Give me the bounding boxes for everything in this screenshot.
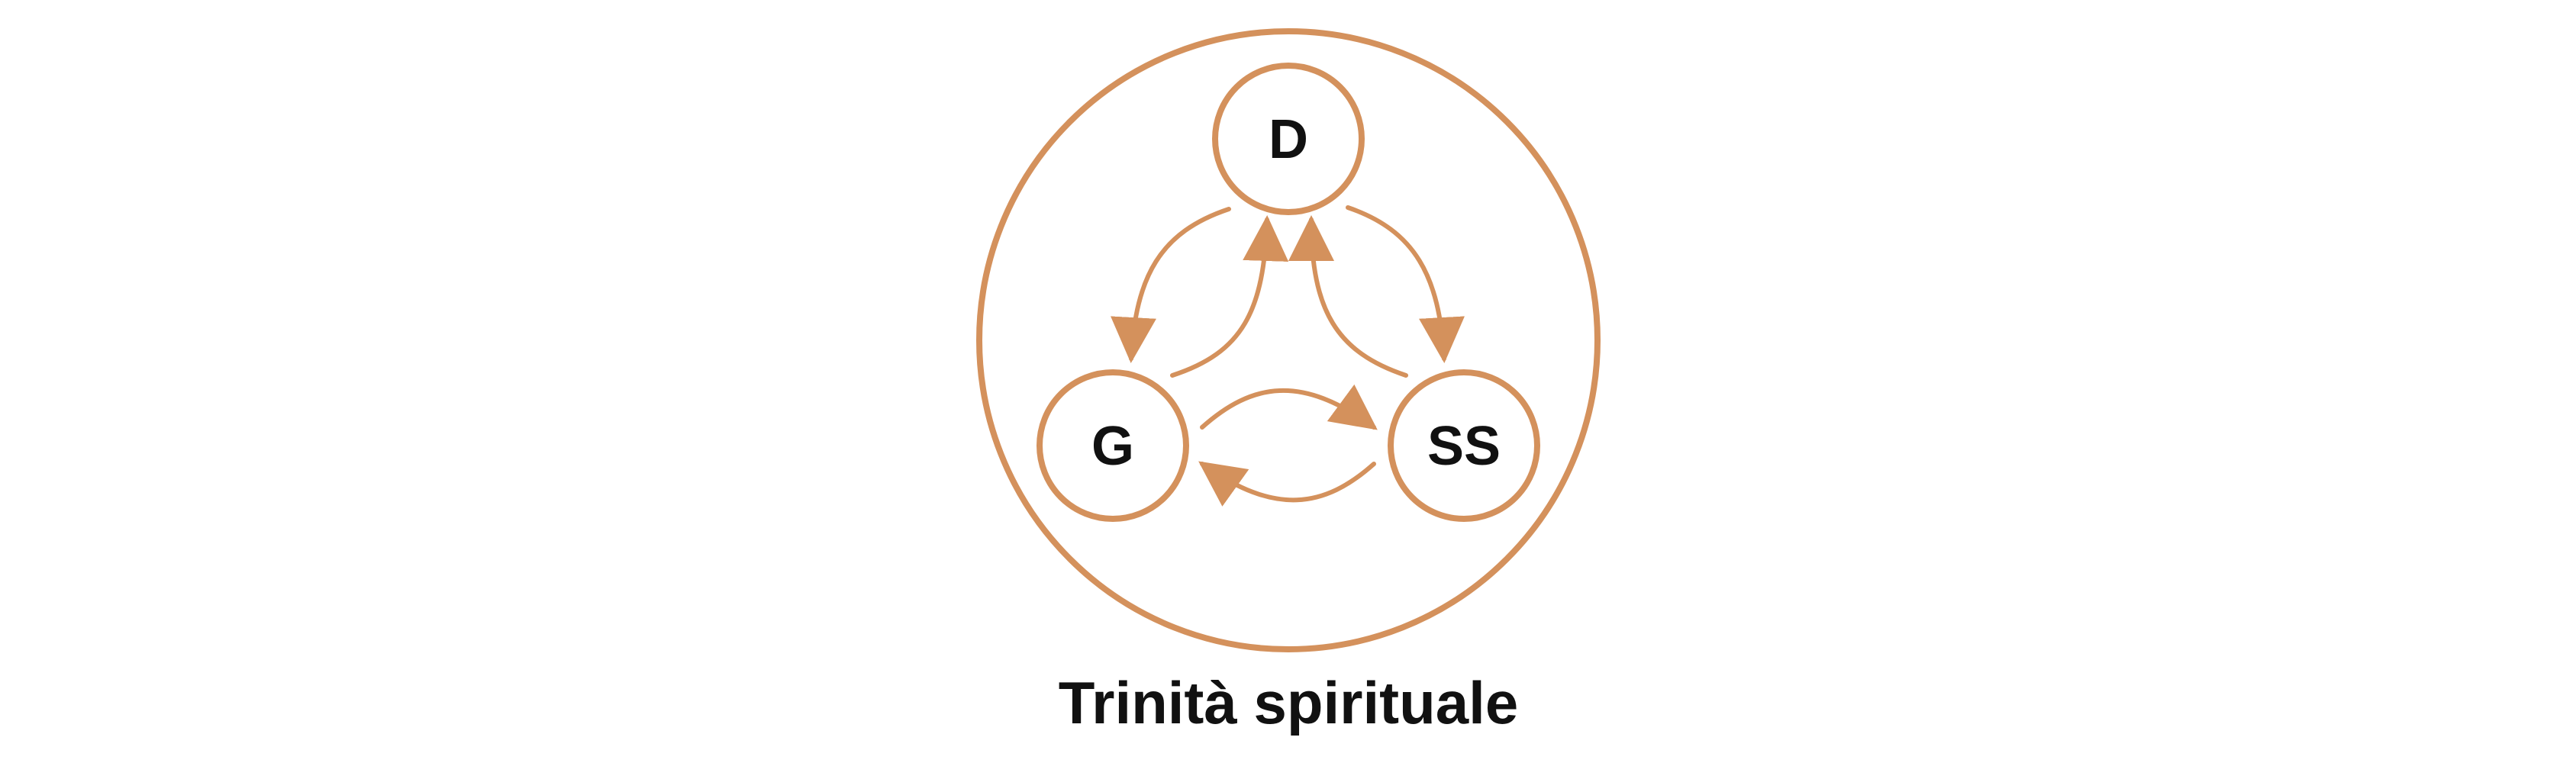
arrow-g-to-ss <box>1200 384 1378 430</box>
arrow-ss-to-g <box>1198 461 1376 507</box>
arrow-d-to-g <box>1111 207 1231 363</box>
node-top: D <box>1212 63 1365 215</box>
arrow-d-to-ss <box>1346 205 1465 363</box>
diagram-caption: Trinità spirituale <box>1059 669 1518 736</box>
arrow-g-to-d <box>1170 215 1289 378</box>
node-left-label: G <box>1091 416 1134 477</box>
outer-circle <box>976 28 1601 652</box>
arrow-ss-to-d <box>1288 215 1408 378</box>
node-right-circle <box>1388 369 1540 522</box>
node-right: SS <box>1388 369 1540 522</box>
node-left-circle <box>1037 369 1189 522</box>
node-top-circle <box>1212 63 1365 215</box>
node-left: G <box>1037 369 1189 522</box>
node-top-label: D <box>1269 109 1308 170</box>
node-right-label: SS <box>1427 416 1501 477</box>
